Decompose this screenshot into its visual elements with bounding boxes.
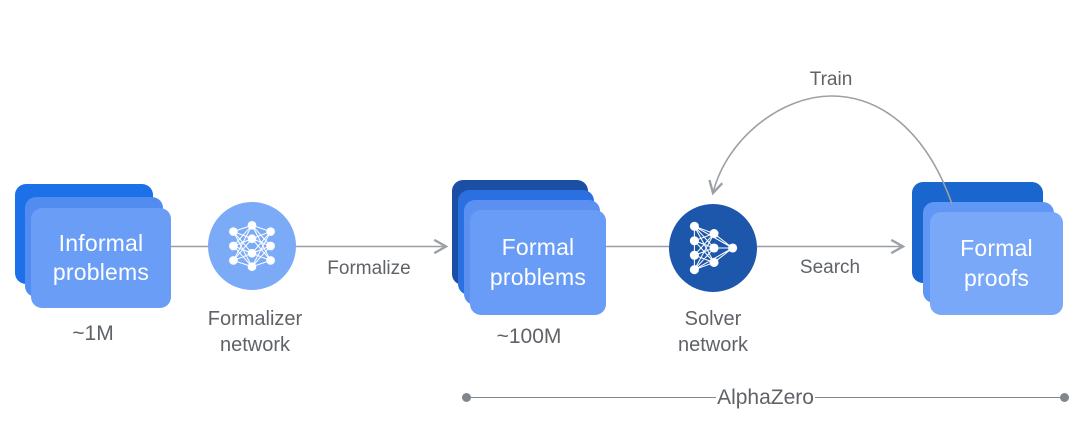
train-edge-label: Train (809, 69, 853, 90)
formalize-edge-label: Formalize (327, 258, 411, 279)
formal-problems-stack: Formal problems (452, 180, 606, 315)
solver-network-node (669, 204, 757, 292)
informal-problems-label: Informal problems (31, 208, 171, 308)
formal-problems-line1: Formal (501, 234, 575, 261)
informal-problems-line1: Informal (58, 229, 144, 256)
alphazero-bracket: AlphaZero (462, 386, 1070, 409)
search-edge-label: Search (799, 257, 861, 278)
alphazero-label: AlphaZero (717, 386, 814, 409)
formal-problems-count: ~100M (496, 325, 562, 348)
solver-label-line2: network (677, 334, 749, 357)
bracket-right-line (814, 397, 1061, 398)
solver-network-label: Solver network (633, 306, 793, 359)
formalizer-label-line2: network (219, 334, 291, 357)
informal-problems-line2: problems (52, 259, 150, 285)
formal-proofs-line1: Formal (960, 235, 1033, 262)
neural-network-icon (229, 220, 275, 272)
formalizer-network-label: Formalizer network (175, 306, 335, 359)
bracket-right-dot (1060, 393, 1070, 402)
stack-card-front (930, 212, 1063, 315)
formal-proofs-stack: Formal proofs (912, 182, 1063, 315)
informal-problems-count: ~1M (72, 322, 114, 345)
neural-network-icon (689, 221, 738, 275)
formal-proofs-line2: proofs (963, 264, 1030, 291)
formal-problems-line2: problems (489, 263, 587, 290)
bracket-left-line (471, 397, 717, 398)
formalizer-label-line1: Formalizer (207, 308, 303, 330)
stack-card-front (31, 208, 171, 308)
formal-problems-label: Formal problems (470, 210, 606, 315)
informal-problems-stack: Informal problems (15, 184, 171, 308)
stack-card-front (470, 210, 606, 315)
solver-label-line1: Solver (684, 308, 742, 330)
formal-proofs-label: Formal proofs (930, 212, 1063, 315)
bracket-left-dot (462, 393, 471, 402)
formalizer-network-node (208, 202, 296, 290)
